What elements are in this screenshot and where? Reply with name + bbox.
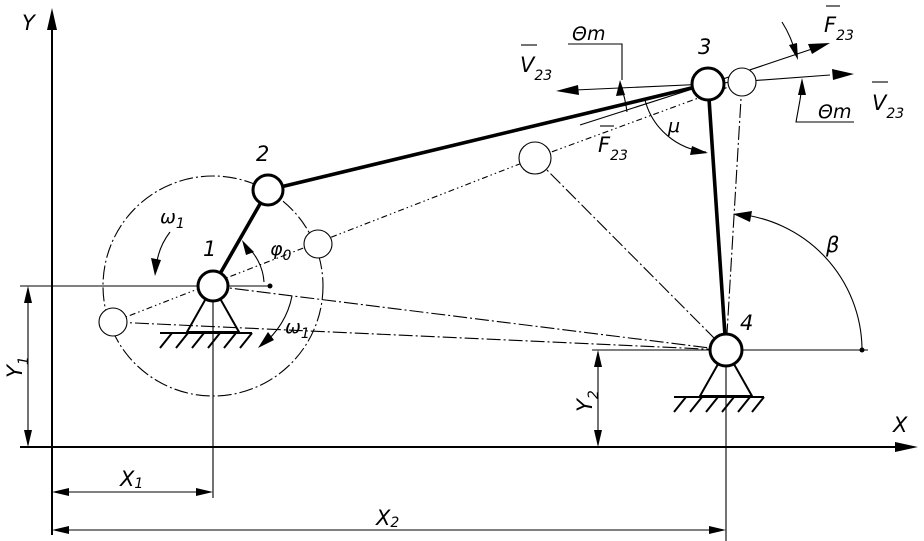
coupler-extreme-joint — [518, 141, 552, 175]
x2-label: X2 — [375, 506, 399, 531]
v23-left-label: V23 — [520, 44, 552, 84]
y-axis-label: Y — [22, 11, 37, 35]
v23-left-label-text: V23 — [520, 53, 552, 84]
v23-left-arrowhead — [556, 85, 579, 95]
support-1-hatch — [239, 332, 253, 349]
symbol-labels: ω1 ω1 φ0 μ β Θm Θm V23 V23 F23 F23 — [160, 5, 904, 342]
y2-arrow-bottom — [594, 430, 602, 447]
f23-top-label: F23 — [824, 5, 854, 44]
support-1-hatch — [159, 332, 173, 349]
support-1-hatch — [191, 332, 205, 349]
omega-top-label: ω1 — [160, 206, 185, 232]
beta-reference-dot — [859, 347, 865, 353]
x1-arrow-right — [196, 488, 213, 496]
ground-support-4 — [673, 347, 765, 413]
f23-top-arrowhead — [808, 43, 830, 54]
joint-1 — [196, 269, 230, 303]
omega-bottom-arrowhead — [258, 332, 274, 348]
joint-4-label: 4 — [740, 311, 753, 335]
main-joints — [196, 66, 744, 368]
omega-top-arrowhead — [151, 258, 161, 276]
f23-top-label-text: F23 — [824, 13, 854, 44]
theta-m-right-arrowhead — [789, 43, 798, 60]
support-1-hatch — [223, 332, 237, 349]
v23-right-vector — [707, 74, 831, 85]
phi-reference-dot — [267, 283, 273, 289]
support-4-hatch — [705, 396, 719, 413]
crank-extreme-joint-1 — [98, 307, 128, 337]
joint-2-label: 2 — [256, 142, 269, 166]
vectors — [556, 43, 854, 126]
mu-arc-arrowhead — [690, 146, 708, 155]
y1-arrow-top — [24, 286, 32, 303]
rocker-extreme-joint — [727, 67, 757, 97]
leader-lines — [568, 43, 854, 123]
rocker-ghost-line-1 — [534, 157, 727, 351]
omega-bottom-label: ω1 — [285, 316, 310, 342]
y2-arrow-top — [594, 350, 602, 367]
joint-3 — [690, 66, 726, 102]
theta-m-right-label: Θm — [818, 101, 851, 123]
joint-2 — [251, 173, 285, 207]
beta-label: β — [825, 233, 839, 257]
ghost-joints — [98, 67, 757, 337]
y1-label: Y1 — [3, 356, 32, 378]
angle-arcs — [151, 21, 863, 349]
crank-link — [211, 188, 270, 288]
v23-left-vector — [574, 83, 709, 91]
beta-arc-arrowhead — [733, 211, 752, 222]
v23-right-arrowhead — [832, 69, 854, 80]
x1-label: X1 — [119, 467, 143, 492]
f23-top-vector — [707, 48, 813, 85]
coordinate-axes: Y X — [20, 8, 918, 535]
support-1-hatch — [175, 332, 189, 349]
x1-arrow-left — [52, 488, 69, 496]
dimension-labels: X1 X2 Y1 Y2 — [3, 356, 602, 531]
f23-mid-label-text: F23 — [598, 133, 628, 164]
extreme-position-line-2 — [112, 321, 727, 351]
joint-4 — [708, 332, 744, 368]
theta-m-top-label: Θm — [572, 23, 605, 45]
phi-label: φ0 — [270, 238, 292, 264]
frame-line — [212, 285, 727, 351]
x2-arrow-left — [52, 526, 69, 534]
dimension-lines — [20, 285, 727, 541]
ground-support-1 — [159, 283, 253, 349]
theta-m-right-lower-arrowhead — [798, 78, 806, 95]
theta-m-right-leader — [795, 99, 854, 123]
theta-m-top-leader — [568, 43, 623, 80]
phi-arc-arrowhead — [242, 240, 254, 255]
support-4-hatch — [689, 396, 703, 413]
y2-label: Y2 — [573, 390, 602, 412]
mu-label: μ — [667, 115, 680, 137]
y1-arrow-bottom — [24, 430, 32, 447]
joint-3-label: 3 — [698, 35, 711, 59]
coupler-link — [266, 82, 710, 192]
x2-arrow-right — [709, 526, 726, 534]
support-4-hatch — [737, 396, 751, 413]
support-4-hatch — [721, 396, 735, 413]
support-4-hatch — [751, 396, 765, 413]
support-4-hatch — [673, 396, 687, 413]
v23-right-label-text: V23 — [872, 91, 904, 122]
x-axis-arrowhead — [895, 442, 918, 452]
x-axis-label: X — [892, 413, 908, 437]
joint-labels: 1 2 3 4 — [203, 35, 753, 335]
rocker-link — [706, 82, 728, 352]
construction-lines — [102, 81, 868, 397]
beta-arc — [735, 213, 863, 349]
linkage — [211, 82, 728, 352]
f23-mid-label: F23 — [598, 125, 628, 164]
y-axis-arrowhead — [47, 8, 57, 30]
support-1-hatch — [207, 332, 221, 349]
crank-extreme-joint-2 — [303, 229, 333, 259]
joint-1-label: 1 — [203, 237, 216, 261]
rocker-ghost-line-2 — [725, 81, 743, 351]
v23-right-label: V23 — [872, 81, 904, 122]
